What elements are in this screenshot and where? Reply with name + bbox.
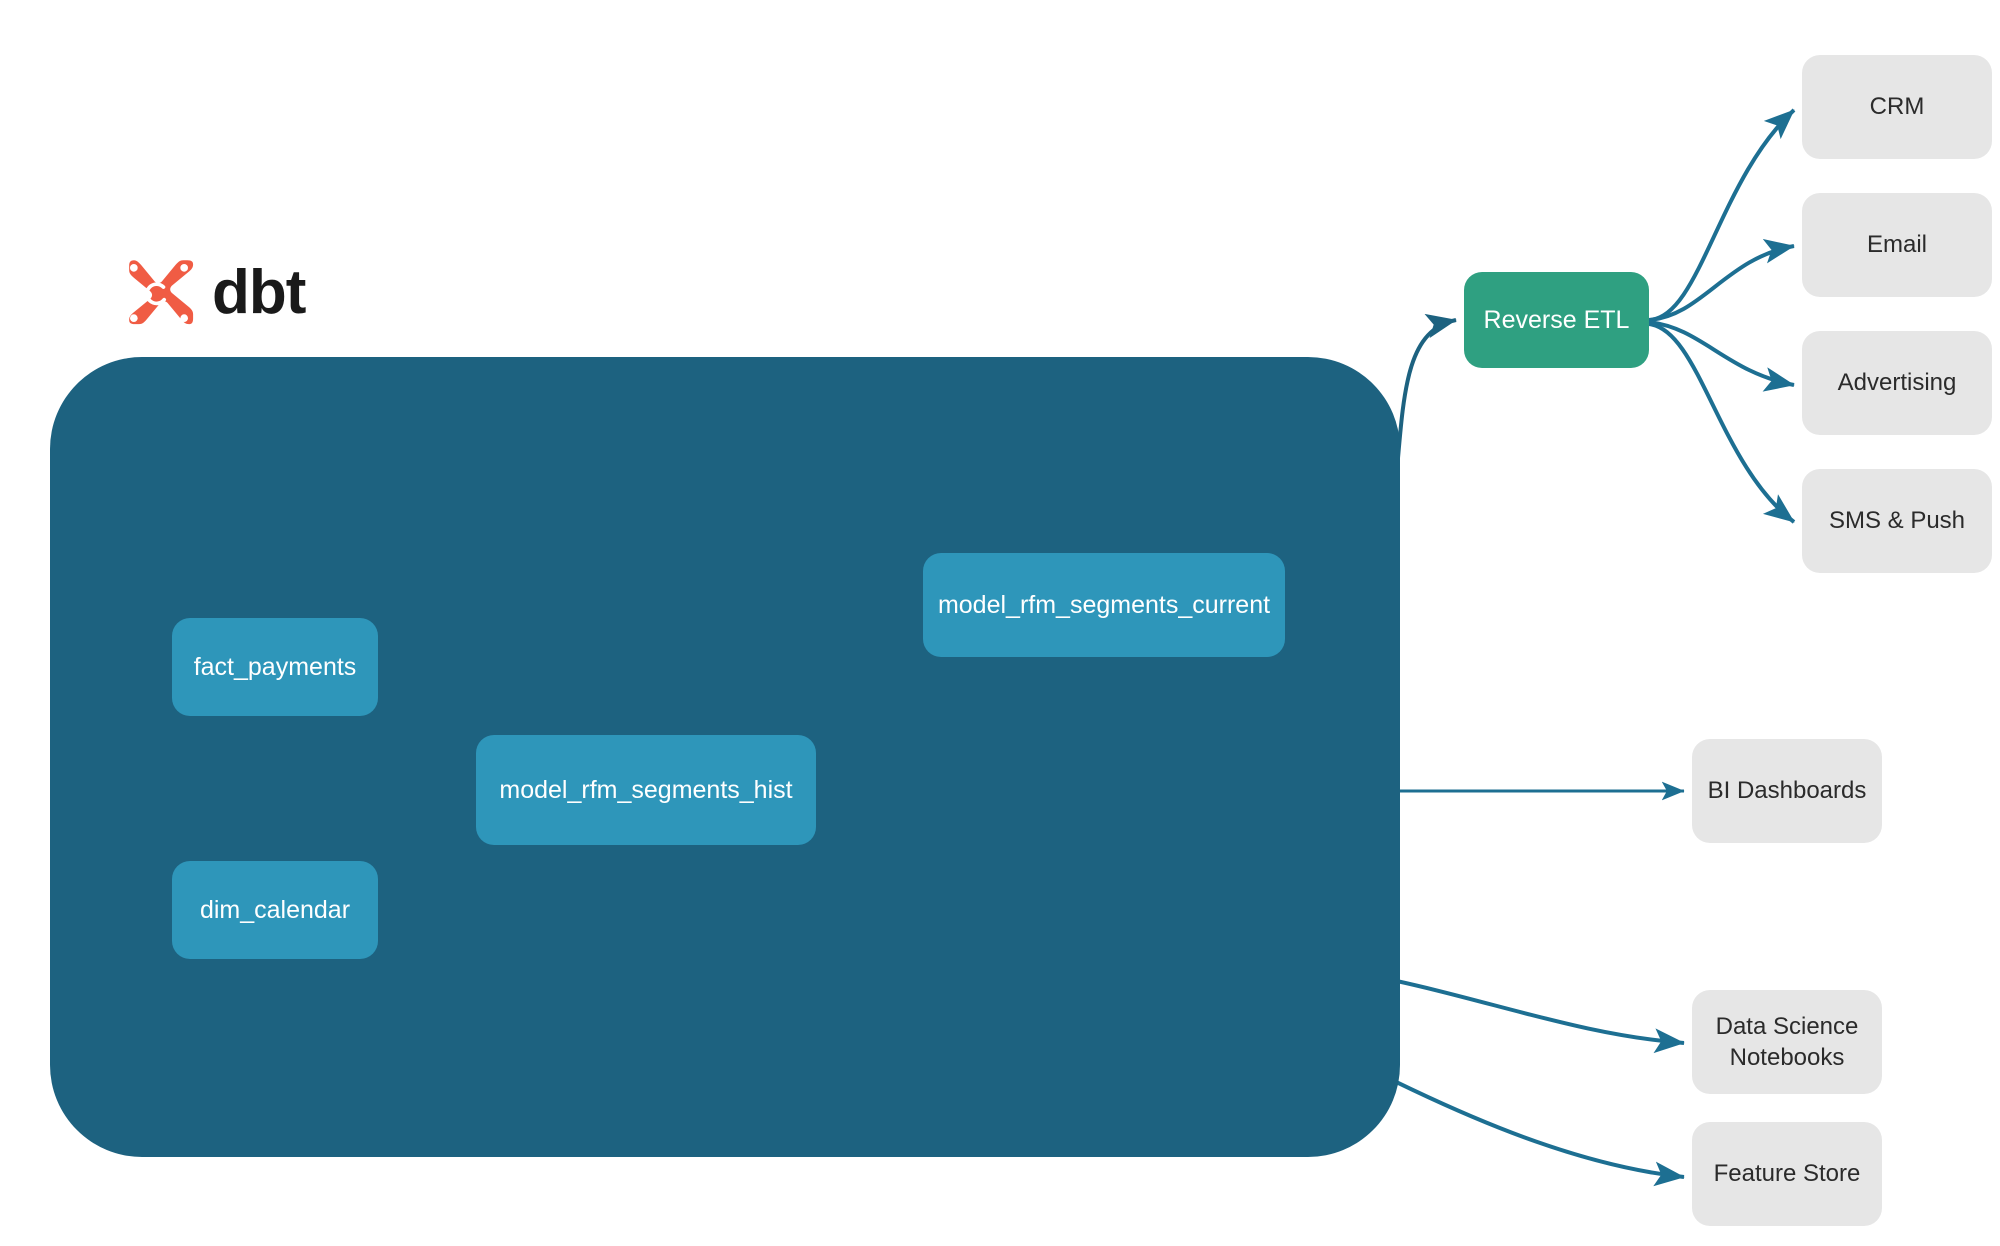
- dbt-logo-icon: [129, 260, 194, 325]
- ds-notebooks-label-line1: Data Science: [1715, 1012, 1859, 1040]
- edge-reverse-etl-to-sms-push: [1648, 322, 1796, 524]
- edge-reverse-etl-to-email: [1648, 238, 1795, 322]
- node-fact-payments[interactable]: fact_payments: [172, 618, 378, 716]
- node-reverse-etl[interactable]: Reverse ETL: [1464, 272, 1649, 368]
- node-data-science-notebooks[interactable]: Data Science Notebooks: [1692, 990, 1882, 1094]
- node-model-rfm-segments-current[interactable]: model_rfm_segments_current: [923, 553, 1285, 657]
- node-email[interactable]: Email: [1802, 193, 1992, 297]
- node-dim-calendar[interactable]: dim_calendar: [172, 861, 378, 959]
- node-feature-store[interactable]: Feature Store: [1692, 1122, 1882, 1226]
- ds-notebooks-label-line2: Notebooks: [1729, 1044, 1845, 1071]
- node-sms-push[interactable]: SMS & Push: [1802, 469, 1992, 573]
- node-advertising[interactable]: Advertising: [1802, 331, 1992, 435]
- dbt-brand: dbt: [122, 256, 306, 330]
- edge-reverse-etl-to-crm: [1648, 108, 1796, 322]
- dbt-wordmark: dbt: [212, 258, 306, 327]
- node-crm[interactable]: CRM: [1802, 55, 1992, 159]
- edge-reverse-etl-to-advertising: [1648, 320, 1795, 392]
- node-model-rfm-segments-hist[interactable]: model_rfm_segments_hist: [476, 735, 816, 845]
- edge-container-to-feature-store: [1351, 1058, 1685, 1187]
- node-bi-dashboards[interactable]: BI Dashboards: [1692, 739, 1882, 843]
- edge-container-to-ds-notebooks: [1377, 975, 1685, 1054]
